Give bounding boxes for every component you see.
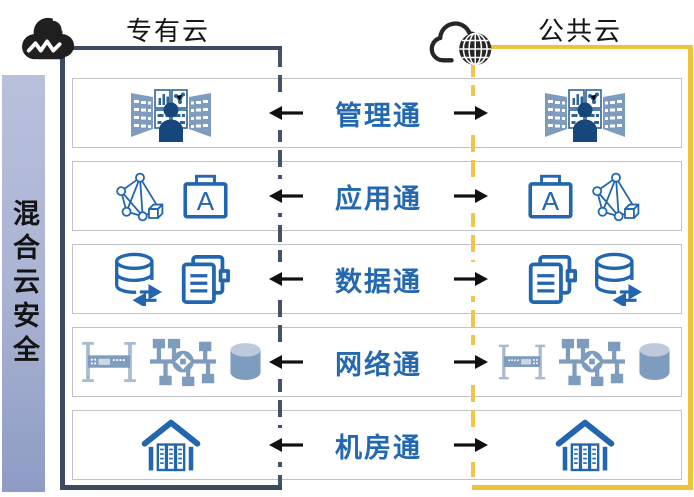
private-frame-left-line	[60, 52, 65, 490]
row-machine-room-center: 机房通	[269, 411, 488, 479]
arrow-left-icon	[269, 179, 303, 213]
row-data-public-icons	[488, 245, 681, 313]
cylinder-icon	[229, 342, 262, 383]
arrow-right-icon	[454, 428, 488, 462]
hybrid-cloud-security-label: 混合云安全	[9, 198, 39, 369]
row-data-center: 数据通	[269, 245, 488, 313]
rack-device-icon	[81, 341, 137, 383]
arrow-right-icon	[454, 345, 488, 379]
network-topology-icon	[146, 337, 220, 388]
arrow-left-icon	[269, 428, 303, 462]
row-application-public-icons	[488, 162, 681, 230]
row-label-data: 数据通	[335, 266, 422, 297]
private-frame-top-line	[66, 46, 282, 50]
public-frame-right-line	[688, 45, 693, 490]
datacenter-house-icon	[141, 418, 201, 472]
row-management-center: 管理通	[269, 79, 488, 147]
row-network: 网络通	[72, 327, 682, 397]
row-application: 应用通	[72, 161, 682, 231]
arrow-left-icon	[269, 345, 303, 379]
row-label-network: 网络通	[335, 349, 422, 380]
row-management-private-icons	[73, 79, 269, 147]
private-cloud-title: 专有云	[125, 16, 210, 46]
row-network-private-icons	[73, 328, 269, 396]
briefcase-a-icon	[182, 174, 229, 219]
row-application-private-icons	[73, 162, 269, 230]
private-cloud-icon	[18, 13, 80, 65]
arrow-right-icon	[454, 179, 488, 213]
network-topology-icon	[555, 337, 629, 388]
row-application-center: 应用通	[269, 162, 488, 230]
database-sync-icon	[113, 252, 163, 306]
monitor-wall-icon	[128, 84, 214, 142]
network-graph-icon	[590, 171, 642, 222]
row-machine-room-private-icons	[73, 411, 269, 479]
private-frame-bottom-line	[60, 485, 282, 490]
network-graph-icon	[114, 171, 166, 222]
row-machine-room-public-icons	[488, 411, 681, 479]
arrow-left-icon	[269, 262, 303, 296]
row-management: 管理通	[72, 78, 682, 148]
arrow-left-icon	[269, 96, 303, 130]
arrow-right-icon	[454, 262, 488, 296]
row-data: 数据通	[72, 244, 682, 314]
database-sync-icon	[593, 252, 643, 306]
rack-device-icon	[498, 343, 546, 381]
row-label-management: 管理通	[335, 100, 422, 131]
row-machine-room: 机房通	[72, 410, 682, 480]
public-frame-top-line	[474, 45, 692, 49]
monitor-wall-icon	[542, 84, 628, 142]
documents-icon	[179, 254, 230, 305]
datacenter-house-icon	[555, 418, 615, 472]
documents-icon	[526, 254, 577, 305]
row-label-application: 应用通	[335, 183, 422, 214]
hybrid-cloud-security-banner: 混合云安全	[2, 75, 45, 492]
briefcase-a-icon	[527, 174, 574, 219]
row-management-public-icons	[488, 79, 681, 147]
public-globe-cloud-icon	[427, 10, 497, 69]
row-data-private-icons	[73, 245, 269, 313]
row-network-public-icons	[488, 328, 681, 396]
row-label-machine-room: 机房通	[335, 432, 422, 463]
public-cloud-title: 公共云	[537, 16, 622, 46]
public-frame-bottom-line	[472, 485, 693, 490]
row-network-center: 网络通	[269, 328, 488, 396]
arrow-right-icon	[454, 96, 488, 130]
cylinder-icon	[638, 342, 671, 383]
